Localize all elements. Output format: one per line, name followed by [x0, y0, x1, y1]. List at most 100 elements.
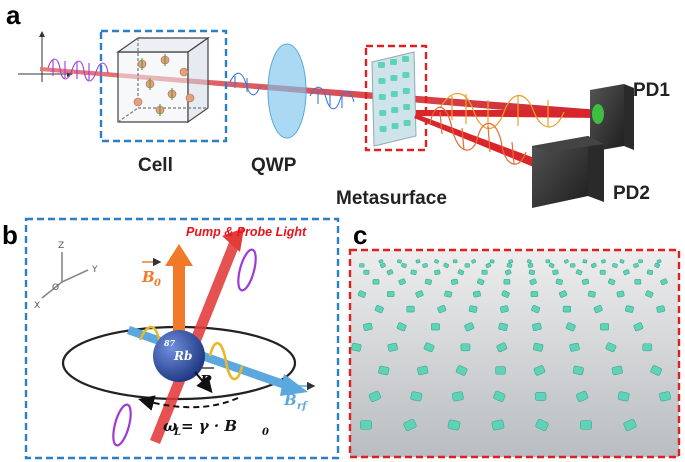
meta-pillar — [372, 279, 380, 285]
pd1-label: PD1 — [633, 80, 670, 101]
larmor-equation-text: = γ · B — [181, 417, 237, 435]
meta-pillar — [576, 390, 589, 402]
meta-pillar — [582, 259, 588, 264]
meta-pillar — [555, 278, 563, 285]
meta-pillar — [444, 290, 453, 298]
meta-pillar — [562, 305, 571, 313]
atom-isotope: 87 — [164, 338, 176, 348]
meta-pillar — [642, 343, 653, 352]
meta-pillar — [533, 365, 546, 376]
larmor-equation-subscript: 0 — [262, 427, 269, 438]
meta-pillar — [410, 391, 423, 402]
meta-pillar — [587, 290, 596, 298]
axis-y-label: Y — [91, 265, 98, 275]
meta-pillar — [634, 279, 642, 285]
quarter-wave-plate-icon — [267, 43, 307, 139]
diffracted-wave-red — [429, 106, 527, 165]
meta-pillar-small — [403, 104, 411, 110]
panel-c-letter: c — [353, 220, 367, 250]
meta-pillar-small — [390, 75, 398, 81]
meta-pillar — [363, 322, 373, 331]
meta-pillar — [625, 305, 634, 313]
larmor-precession-arrow — [138, 395, 239, 411]
pd2-label: PD2 — [613, 183, 650, 204]
meta-pillar — [528, 269, 535, 275]
meta-pillar-small — [378, 62, 385, 68]
meta-pillar-small — [391, 123, 399, 129]
b0-arrow-head — [165, 244, 193, 266]
meta-pillar-small — [379, 110, 387, 116]
meta-pillar — [659, 391, 672, 402]
meta-pillar — [572, 365, 584, 376]
meta-pillar — [600, 323, 609, 331]
qwp-label: QWP — [251, 155, 297, 176]
meta-pillar-small — [402, 88, 410, 94]
meta-pillar-small — [379, 126, 387, 132]
polarization-ellipse-bottom-icon — [112, 403, 132, 447]
pump-probe-label: Pump & Probe Light — [186, 225, 307, 239]
meta-pillar — [565, 322, 576, 332]
meta-pillar — [378, 259, 384, 264]
meta-pillar — [368, 390, 382, 402]
cell-highlight-box — [99, 29, 228, 143]
meta-pillar — [424, 278, 432, 285]
meta-pillar — [397, 259, 402, 264]
b0-arrow-shaft — [173, 262, 185, 352]
meta-pillar — [434, 269, 441, 275]
b0-label: B 0 — [141, 257, 162, 289]
meta-pillar — [616, 290, 625, 298]
atom-panel-border — [24, 217, 340, 460]
larmor-omega: ω — [163, 417, 177, 435]
b0-symbol: B — [141, 268, 155, 286]
panel-b: b Z Y X O Pump & Probe Light B 0 — [2, 217, 340, 460]
meta-pillar — [447, 419, 461, 431]
meta-pillar — [529, 278, 537, 286]
meta-pillar — [481, 269, 488, 275]
meta-pillar — [558, 290, 568, 298]
coordinate-axes-icon — [41, 252, 89, 299]
meta-pillar — [396, 322, 407, 332]
photodetector-1-icon — [590, 84, 634, 152]
meta-pillar — [496, 342, 508, 353]
meta-pillar — [623, 419, 637, 431]
meta-pillar — [633, 263, 639, 268]
meta-pillar — [612, 263, 618, 268]
polarization-label: P — [199, 372, 212, 390]
meta-pillar — [532, 322, 542, 331]
beam-to-pd1 — [416, 110, 598, 118]
meta-pillar — [434, 259, 440, 264]
meta-pillar — [360, 420, 372, 430]
meta-pillar — [378, 365, 390, 376]
rubidium-atom-icon — [153, 330, 205, 382]
larmor-equation: ω L = γ · B 0 — [163, 417, 269, 438]
meta-pillar — [452, 259, 458, 264]
meta-pillar — [617, 391, 630, 402]
meta-pillar — [386, 269, 394, 276]
b0-subscript: 0 — [154, 278, 161, 289]
meta-pillar — [415, 290, 424, 298]
linear-polarization-wave — [229, 72, 355, 110]
meta-pillar — [500, 305, 509, 313]
axis-origin-label: O — [52, 283, 59, 293]
meta-pillar — [504, 269, 512, 276]
meta-pillar — [533, 342, 544, 352]
atom-symbol: Rb — [173, 349, 192, 363]
meta-pillar — [359, 263, 365, 268]
meta-pillar — [633, 322, 644, 332]
meta-pillar — [552, 269, 559, 275]
meta-pillar — [575, 269, 583, 276]
meta-pillar — [531, 304, 541, 314]
meta-pillar — [443, 262, 450, 269]
meta-pillar — [374, 304, 384, 314]
brf-symbol: B — [283, 391, 297, 409]
meta-pillar-small — [403, 120, 411, 126]
meta-pillar — [581, 278, 590, 285]
meta-pillar — [493, 390, 506, 402]
meta-pillar — [599, 269, 606, 275]
meta-pillar — [660, 278, 668, 286]
meta-pillar — [548, 262, 555, 269]
meta-pillar — [656, 259, 662, 264]
meta-pillar — [437, 304, 447, 314]
meta-pillar-small — [402, 56, 409, 62]
